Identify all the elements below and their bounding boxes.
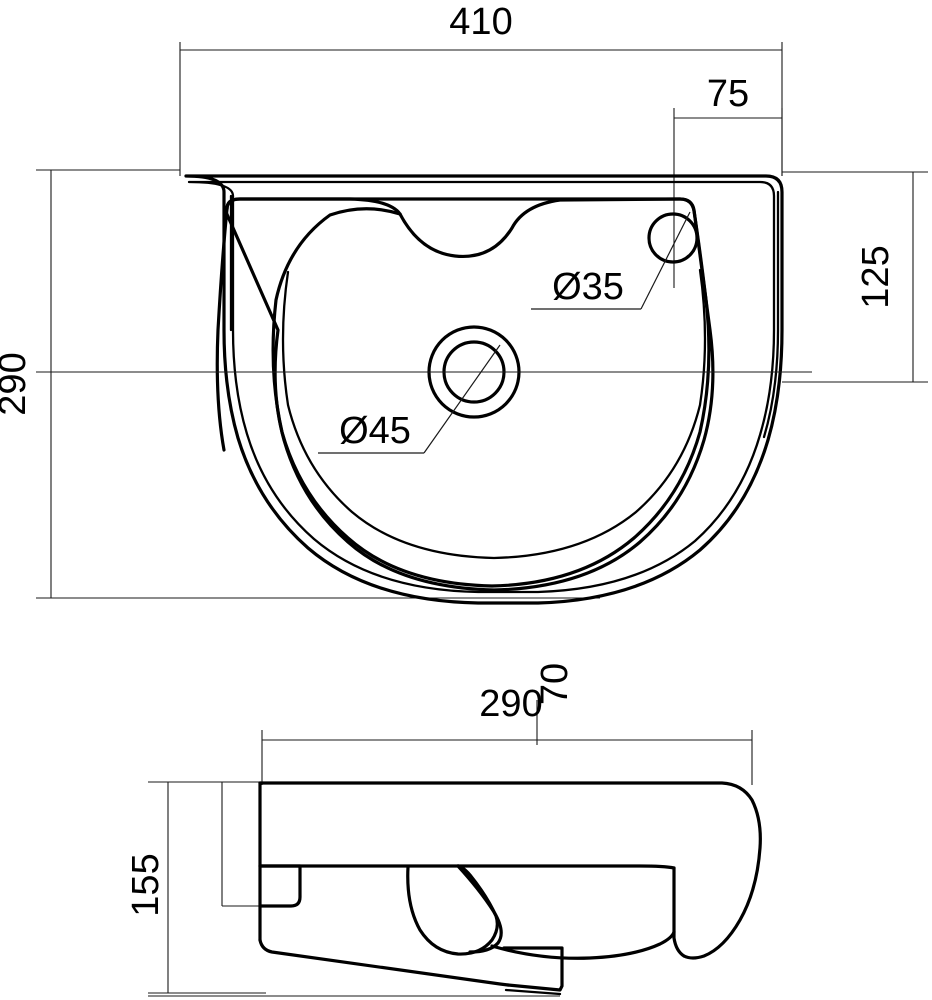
dim-75-label: 75 — [707, 73, 749, 115]
dim-410-label: 410 — [449, 1, 512, 43]
basin-side-view — [148, 781, 762, 997]
dim-290-depth-label: 290 — [0, 352, 34, 415]
leader-dia45 — [318, 344, 501, 454]
dimension-155-group — [148, 781, 266, 994]
dim-125-label: 125 — [855, 245, 897, 308]
dimension-290-width-group — [261, 730, 753, 785]
dimension-290-depth-group — [36, 169, 600, 599]
dia-45-label: Ø45 — [339, 410, 411, 452]
dim-290-width-label: 290 — [479, 683, 542, 725]
dim-155-label: 155 — [125, 853, 167, 916]
basin-top-view — [184, 174, 784, 605]
leader-dia35 — [531, 211, 691, 310]
dia-35-label: Ø35 — [552, 266, 624, 308]
dimension-125-group — [782, 171, 928, 383]
tap-hole — [647, 212, 699, 264]
dim-70-label: 70 — [534, 663, 576, 705]
dimension-75-group — [673, 108, 783, 288]
dimension-410-group — [179, 42, 783, 176]
